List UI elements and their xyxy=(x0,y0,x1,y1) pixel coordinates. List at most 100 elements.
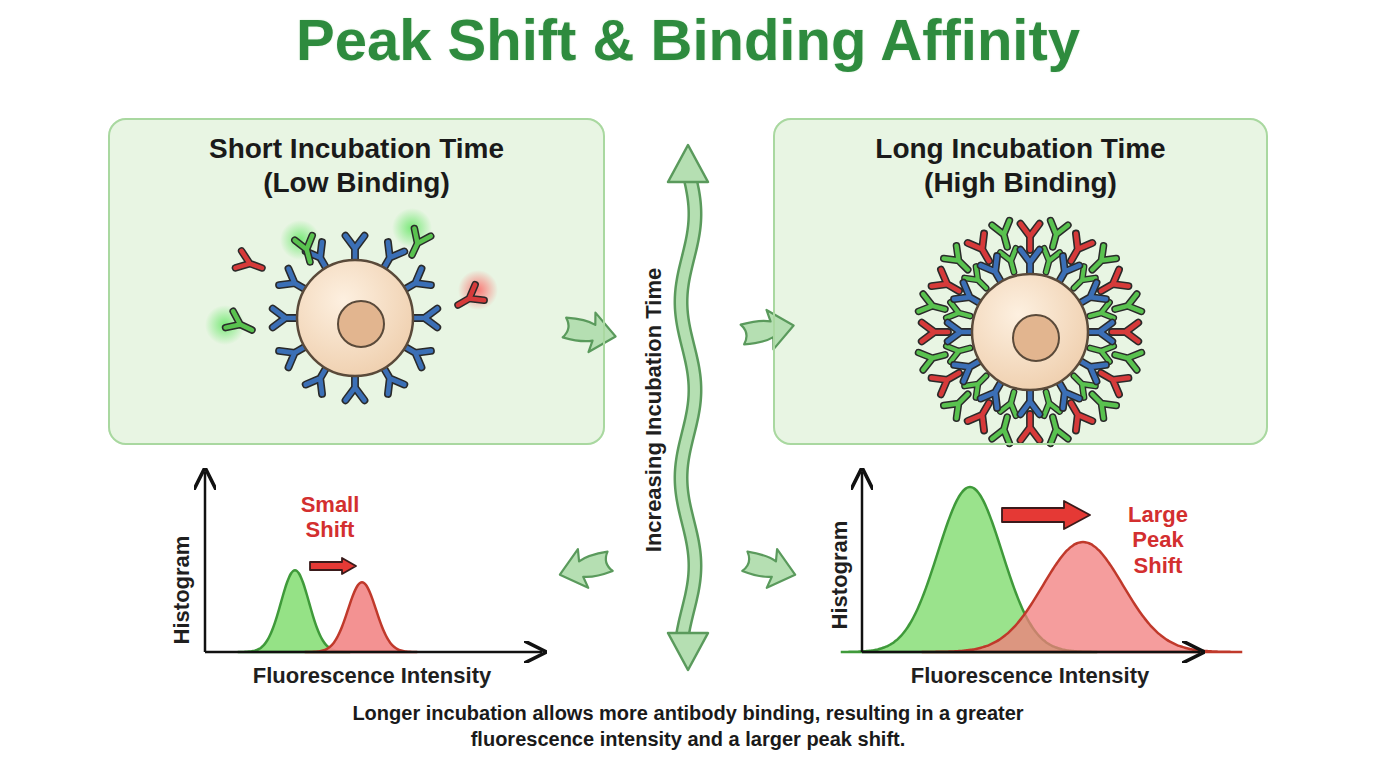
shift-arrow xyxy=(1002,501,1090,529)
drawing-part xyxy=(944,246,974,276)
panel-fill xyxy=(773,118,1268,445)
antibody xyxy=(1021,224,1040,250)
antibody xyxy=(1021,250,1040,276)
drawing-part xyxy=(346,236,365,262)
drawing-part xyxy=(226,311,256,338)
drawing-part xyxy=(273,309,299,328)
drawing-part xyxy=(1086,246,1116,276)
drawing-part xyxy=(919,346,948,370)
drawing-part xyxy=(295,236,319,265)
antibody xyxy=(948,323,974,342)
caption: Longer incubation allows more antibody b… xyxy=(328,700,1048,752)
drawing-part xyxy=(404,229,431,259)
incubation-arrow xyxy=(668,145,708,670)
drawing-part xyxy=(346,374,365,400)
antibody xyxy=(944,246,974,276)
y-axis xyxy=(204,472,207,652)
drawing-part xyxy=(922,323,948,342)
axis-label: Fluorescence Intensity xyxy=(911,663,1149,688)
drawing-part xyxy=(1021,250,1040,276)
drawing-part xyxy=(919,294,948,318)
drawing-part xyxy=(1044,221,1068,250)
cell-body xyxy=(972,274,1088,390)
drawing-part xyxy=(1113,294,1142,318)
panel-box: Short Incubation Time (Low Binding) xyxy=(108,118,605,445)
antibody xyxy=(944,388,974,418)
drawing-part xyxy=(1044,415,1068,444)
drawing-part xyxy=(1021,388,1040,414)
drawing-part xyxy=(1113,346,1142,370)
flow-arrow xyxy=(739,306,797,354)
drawing-part xyxy=(1113,346,1142,370)
drawing-part xyxy=(1113,294,1142,318)
cell-nucleus xyxy=(338,301,384,347)
shift-arrow xyxy=(310,558,356,574)
drawing-part xyxy=(1021,388,1040,414)
flow-arrow xyxy=(740,542,801,594)
panel-heading: Long Incubation Time (High Binding) xyxy=(856,132,1186,199)
antibody xyxy=(273,309,299,328)
high-binding-cell xyxy=(919,221,1142,444)
drawing-part xyxy=(992,415,1016,444)
drawing-part xyxy=(1021,414,1040,440)
antibody xyxy=(346,236,365,262)
drawing-part xyxy=(1086,323,1112,342)
cell-nucleus xyxy=(1013,315,1059,361)
drawing-part xyxy=(948,323,974,342)
drawing-part xyxy=(1021,250,1040,276)
antibody xyxy=(346,374,365,400)
drawing-part xyxy=(226,311,256,338)
title: Peak Shift & Binding Affinity xyxy=(0,6,1376,73)
low-binding-cell xyxy=(205,208,498,400)
arrow-head xyxy=(668,145,708,182)
antibody xyxy=(992,415,1016,444)
shift-label: Small Shift xyxy=(290,492,370,543)
drawing-part xyxy=(235,251,265,276)
drawing-part xyxy=(235,251,265,276)
drawing-part xyxy=(922,323,948,342)
antibody xyxy=(922,323,948,342)
drawing-part xyxy=(454,285,485,313)
antibody xyxy=(1086,388,1116,418)
antibody xyxy=(1021,414,1040,440)
flow-arrow xyxy=(555,542,616,594)
drawing-part xyxy=(919,346,948,370)
drawing-part xyxy=(1112,323,1138,342)
cell-body xyxy=(297,260,413,376)
distribution-peak xyxy=(306,582,416,652)
drawing-part xyxy=(1044,415,1068,444)
drawing-part xyxy=(948,323,974,342)
antibody xyxy=(1044,221,1068,250)
antibody xyxy=(454,285,485,313)
antibody xyxy=(919,294,948,318)
drawing-part xyxy=(411,309,437,328)
drawing-part xyxy=(992,221,1016,250)
drawing-part xyxy=(273,309,299,328)
drawing-part xyxy=(411,309,437,328)
drawing-part xyxy=(295,236,319,265)
axis-label: Histogram xyxy=(169,536,194,645)
distribution-peak xyxy=(923,542,1241,652)
y-axis xyxy=(861,472,864,652)
antibody xyxy=(1086,323,1112,342)
axis-label: Histogram xyxy=(827,521,852,630)
drawing-part xyxy=(944,246,974,276)
drawing-part xyxy=(1086,323,1112,342)
drawing-part xyxy=(1021,224,1040,250)
panel-fill xyxy=(108,118,605,445)
drawing-part xyxy=(1044,221,1068,250)
antibody xyxy=(992,221,1016,250)
flow-arrow xyxy=(561,308,619,356)
drawing-part xyxy=(1021,414,1040,440)
axis-label: Increasing Incubation Time xyxy=(641,268,666,552)
antibody xyxy=(1112,323,1138,342)
antibody xyxy=(1044,415,1068,444)
drawing-part xyxy=(1086,388,1116,418)
antibody xyxy=(411,309,437,328)
drawing-part xyxy=(1112,323,1138,342)
antibody xyxy=(295,236,319,265)
antibody xyxy=(226,311,256,338)
drawing-part xyxy=(346,236,365,262)
arrow-body xyxy=(681,170,695,645)
x-axis xyxy=(862,651,1200,654)
